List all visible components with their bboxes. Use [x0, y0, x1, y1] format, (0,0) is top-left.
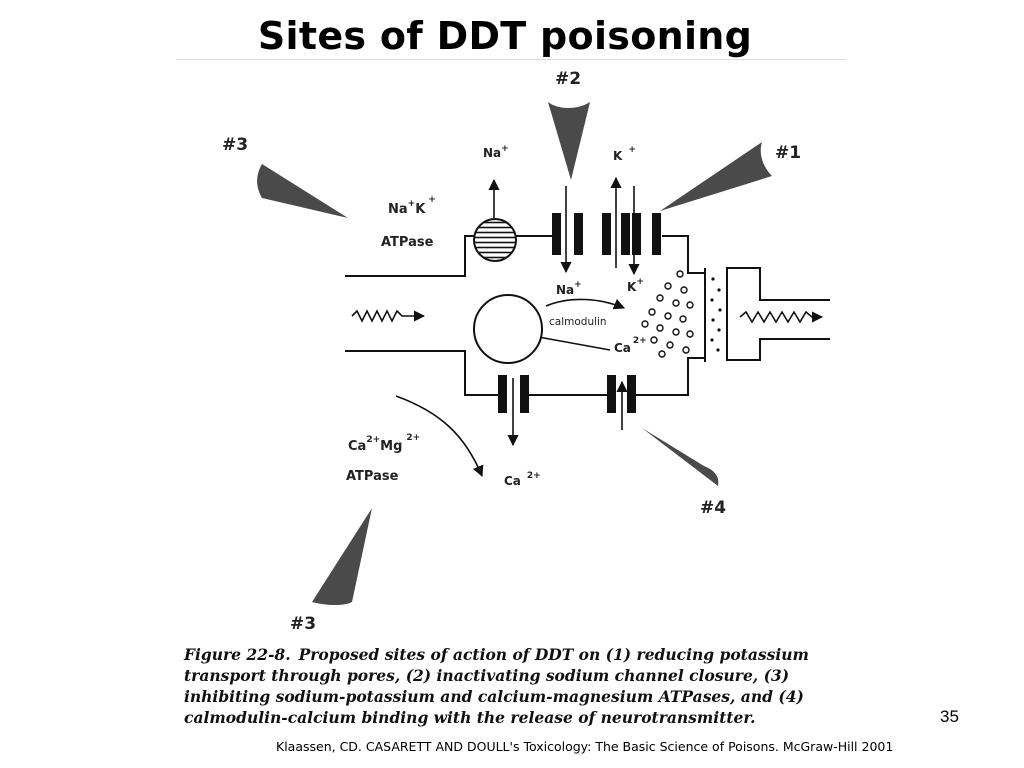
released-transmitter-dots	[710, 277, 722, 352]
ion-na-out-symbol: Na	[483, 146, 501, 160]
camg-ca-charge: 2+	[366, 435, 380, 445]
camg-mg-charge: 2+	[406, 433, 420, 443]
ion-ca-in-charge: 2+	[633, 336, 647, 346]
site-label-2: #2	[555, 69, 581, 89]
ca-mg-atpase-label-line2: ATPase	[346, 469, 399, 484]
calcium-channel-left	[498, 375, 529, 413]
figure-caption: Figure 22-8.Proposed sites of action of …	[184, 644, 844, 728]
potassium-channel	[602, 213, 661, 255]
ion-k-in-symbol: K	[627, 280, 637, 294]
nak-k-charge: +	[428, 195, 436, 205]
na-k-atpase-pump	[473, 218, 517, 262]
ion-na-in-symbol: Na	[556, 283, 574, 297]
ion-ca-out-symbol: Ca	[504, 474, 521, 488]
nak-na-symbol: Na	[388, 202, 408, 217]
nak-na-charge: +	[408, 199, 416, 209]
ion-na-in-charge: +	[574, 280, 582, 290]
figure-caption-label: Figure 22-8.	[184, 645, 291, 664]
site-label-4: #4	[700, 498, 726, 518]
sodium-channel	[552, 213, 583, 255]
ion-label-na-outside: Na+	[483, 144, 509, 160]
site-label-1: #1	[775, 143, 801, 163]
site-arrow-1	[660, 142, 772, 211]
ion-na-out-charge: +	[501, 144, 509, 154]
camg-mg-symbol: Mg	[380, 439, 402, 454]
site-label-3-top: #3	[222, 135, 248, 155]
ion-k-out-symbol: K	[613, 149, 623, 163]
na-k-atpase-label-line2: ATPase	[381, 235, 434, 250]
ion-ca-in-symbol: Ca	[614, 341, 631, 355]
ion-label-k-inside: K+	[627, 277, 644, 294]
page-number: 35	[940, 707, 959, 726]
slide-title: Sites of DDT poisoning	[257, 14, 753, 58]
site-label-3-bottom: #3	[290, 614, 316, 634]
synaptic-vesicle	[473, 294, 543, 364]
site-arrow-3-top	[257, 164, 348, 218]
title-divider	[176, 59, 846, 60]
ca-mg-atpase-label-line1: Ca2+Mg2+	[348, 433, 420, 454]
calmodulin-label: calmodulin	[549, 316, 607, 328]
na-k-atpase-label-line1: Na+K+	[388, 195, 436, 217]
postsynaptic-membrane	[726, 267, 830, 361]
site-arrow-4	[642, 428, 719, 486]
postsynaptic-squiggle	[739, 310, 824, 324]
ion-k-in-charge: +	[636, 277, 644, 287]
ion-k-out-charge: +	[628, 145, 636, 155]
ion-flux-arrows	[395, 176, 640, 478]
ion-label-k-outside: K+	[613, 145, 636, 163]
figure-caption-text: Proposed sites of action of DDT on (1) r…	[184, 645, 809, 727]
ion-label-ca-outside: Ca 2+	[504, 471, 541, 488]
neurotransmitter-vesicles	[641, 270, 694, 358]
nerve-terminal-outline	[345, 235, 706, 396]
camg-ca-symbol: Ca	[348, 439, 366, 454]
source-citation: Klaassen, CD. CASARETT AND DOULL's Toxic…	[276, 739, 894, 754]
action-potential-squiggle	[351, 309, 426, 323]
calcium-channel-right	[607, 375, 636, 413]
site-arrow-2	[548, 102, 590, 180]
site-arrow-3-bottom	[312, 508, 372, 605]
ion-ca-out-charge: 2+	[527, 471, 541, 481]
nak-k-symbol: K	[415, 202, 426, 217]
ion-label-na-inside: Na+	[556, 280, 582, 297]
